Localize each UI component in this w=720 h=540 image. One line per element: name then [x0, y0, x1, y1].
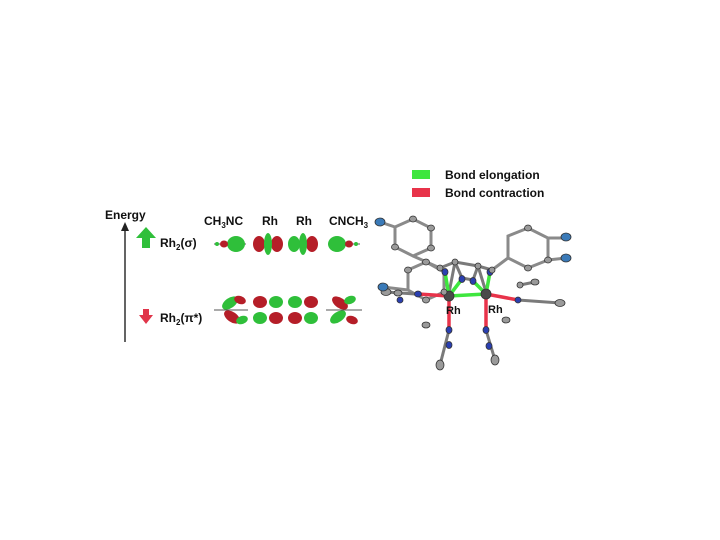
- rh-atom-label: Rh: [488, 304, 503, 316]
- fragment-header: Rh: [262, 214, 278, 228]
- pi-orbital-rh1: [253, 296, 283, 324]
- level-sigma: Rh2(σ): [136, 227, 197, 252]
- legend-swatch-contraction: [412, 188, 430, 197]
- legend-label-contraction: Bond contraction: [445, 186, 544, 200]
- level-pi-star: Rh2(π*): [139, 309, 202, 327]
- rh-atom-label: Rh: [446, 305, 461, 317]
- energy-axis-arrowhead: [121, 222, 129, 231]
- level-sigma-label: Rh2(σ): [160, 236, 197, 252]
- level-pi-label: Rh2(π*): [160, 311, 202, 327]
- sigma-orbital-rh1: [253, 233, 283, 255]
- legend-label-elongation: Bond elongation: [445, 168, 540, 182]
- legend: Bond elongation Bond contraction: [412, 168, 544, 200]
- sigma-orbital-row: [214, 233, 360, 255]
- fragment-header: CNCH3: [329, 214, 369, 230]
- rh-atom: [480, 288, 492, 300]
- contracted-bonds: [417, 292, 519, 330]
- pi-orbital-rh2: [288, 296, 318, 324]
- pi-orbital-ch3nc: [214, 295, 248, 325]
- atoms: [374, 215, 572, 371]
- energy-axis-label: Energy: [105, 208, 146, 222]
- sigma-orbital-cnch3: [328, 236, 360, 252]
- pi-orbital-row: [214, 295, 362, 325]
- energy-axis: Energy: [105, 208, 146, 342]
- pi-orbital-cnch3: [326, 295, 362, 325]
- crystal-structure: Rh Rh: [374, 215, 572, 371]
- axial-bonds: [385, 290, 561, 366]
- fragment-header: Rh: [296, 214, 312, 228]
- arrow-down-icon: [139, 309, 153, 324]
- legend-swatch-elongation: [412, 170, 430, 179]
- aryl-ring-right: [491, 226, 567, 272]
- fragment-headers: CH3NC Rh Rh CNCH3: [204, 214, 369, 230]
- fragment-header: CH3NC: [204, 214, 243, 230]
- sigma-orbital-ch3nc: [214, 236, 246, 252]
- sigma-orbital-rh2: [288, 233, 318, 255]
- arrow-up-icon: [136, 227, 156, 248]
